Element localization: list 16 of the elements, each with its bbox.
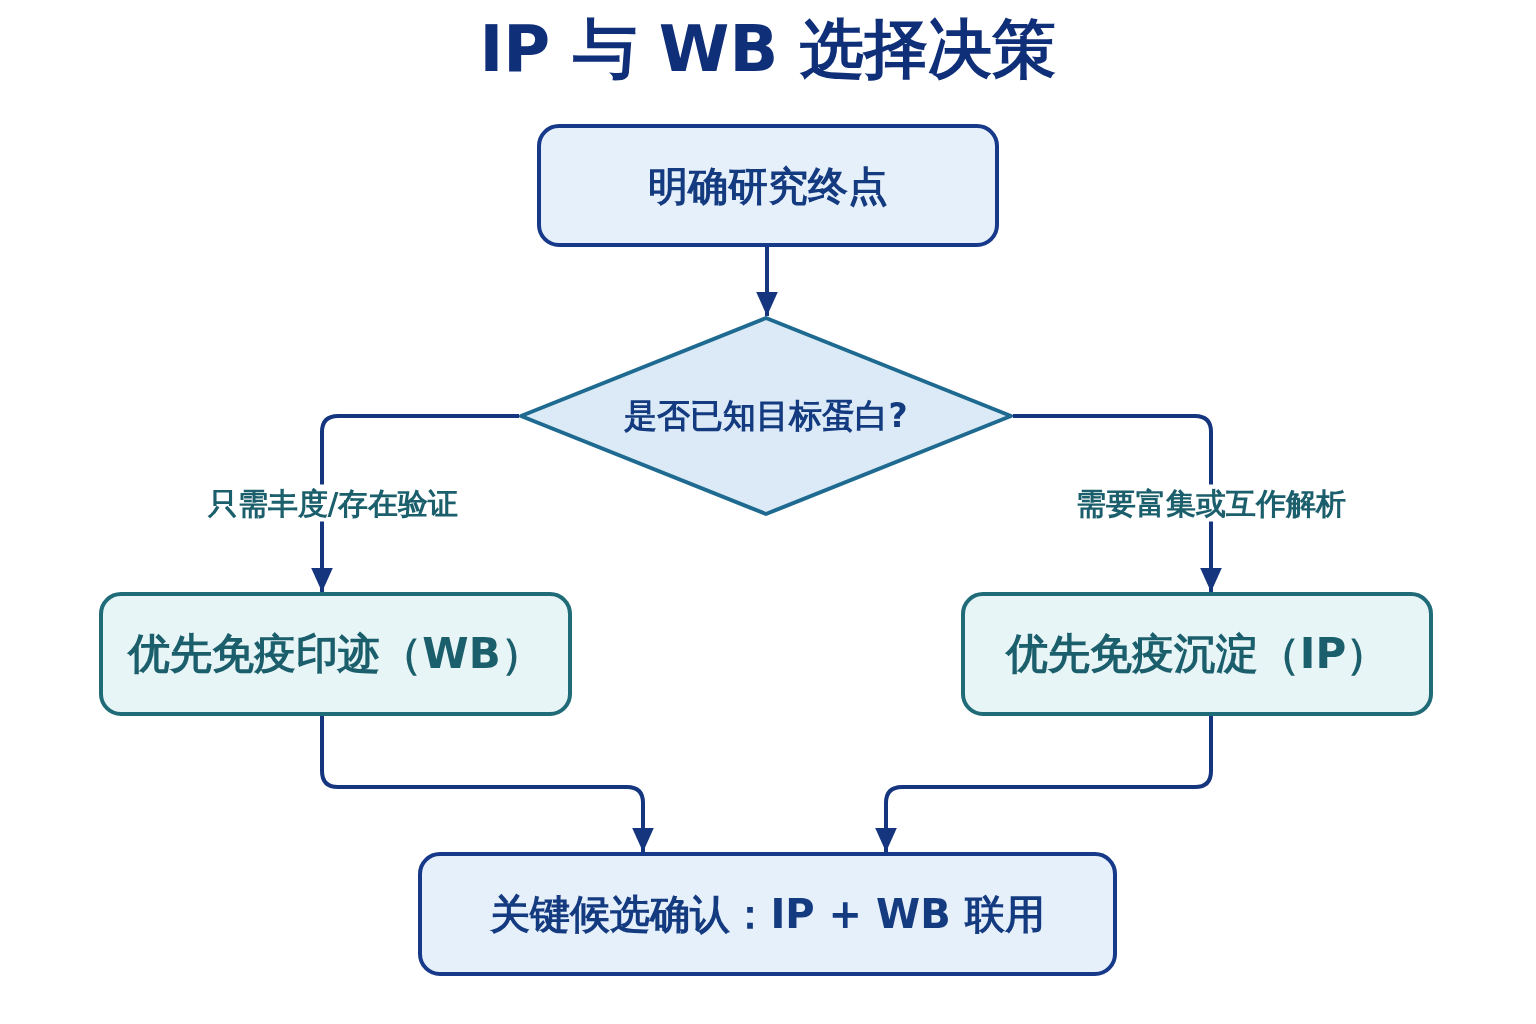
outcome-box (961, 592, 1433, 716)
node-label: 优先免疫沉淀（IP） (1005, 630, 1389, 678)
process-box (418, 852, 1117, 976)
arrow (311, 414, 519, 592)
arrow (875, 716, 1213, 852)
arrow (1013, 414, 1222, 592)
arrow (756, 247, 778, 316)
node-label: 关键候选确认：IP + WB 联用 (490, 892, 1045, 936)
decision-diamond (519, 316, 1013, 516)
outcome-box (99, 592, 572, 716)
title: IP 与 WB 选择决策 (479, 12, 1057, 86)
process-box (537, 124, 999, 247)
node-label: 明确研究终点 (648, 163, 888, 208)
node-label: 优先免疫印迹（WB） (128, 630, 543, 678)
node-label: 是否已知目标蛋白? (624, 397, 908, 435)
arrow (320, 716, 654, 852)
